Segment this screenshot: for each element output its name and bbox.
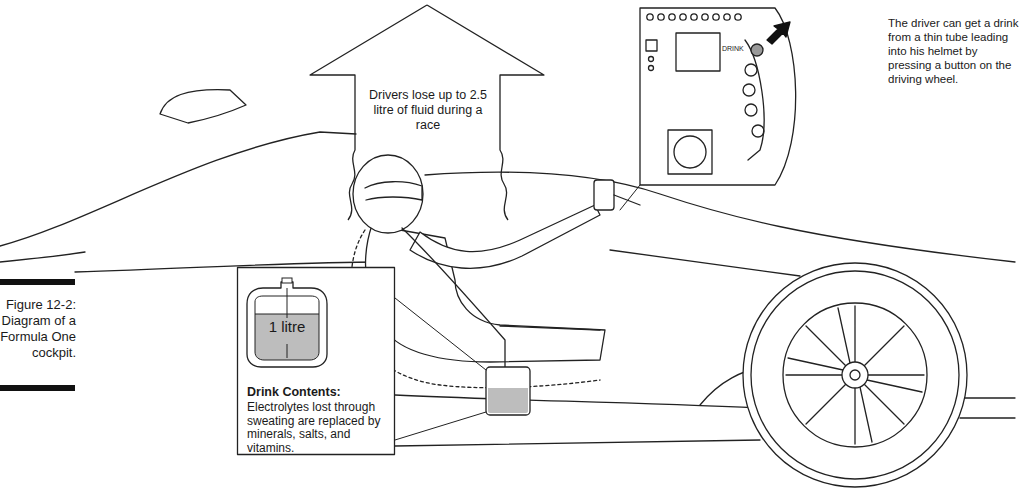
panel-leader	[620, 185, 640, 210]
helmet-visor	[365, 182, 422, 200]
floor-line	[395, 395, 760, 408]
button-label: DRINK	[722, 44, 752, 53]
wheel-button	[743, 84, 755, 96]
steering-wheel	[594, 180, 614, 210]
wheel-switch	[646, 40, 657, 51]
bottle-illustration: 1 litre	[245, 274, 329, 368]
wheel-display	[676, 33, 720, 71]
driver-body	[366, 225, 605, 362]
front-tyre	[743, 263, 967, 487]
driver-leg	[500, 326, 600, 330]
node-text: 1 litre	[251, 318, 323, 335]
helmet	[353, 155, 423, 233]
wheel-switch	[649, 66, 654, 71]
node-outline-path	[238, 268, 395, 455]
wheel-button	[752, 125, 764, 137]
wheel-button	[745, 104, 757, 116]
wheel-leds	[647, 14, 741, 20]
node-outline-path	[247, 282, 327, 367]
drink-tube	[402, 228, 505, 367]
wheel-hub	[842, 362, 868, 388]
callout-heading: Drink Contents:	[247, 385, 387, 400]
tyre-sidewall	[751, 271, 959, 479]
airbox	[160, 90, 246, 123]
caption-bar	[0, 385, 75, 391]
callout-box: Drink Contents:Electrolytes lost through…	[237, 267, 395, 455]
wheel-rim	[783, 303, 927, 447]
drink-level	[488, 388, 528, 413]
wheel-grip	[745, 40, 764, 160]
nose-side-line	[610, 250, 800, 276]
pointer-arrow	[767, 22, 790, 44]
rear-body-line	[0, 252, 85, 262]
figure-caption: Figure 12-2: Diagram of a Formula One co…	[0, 297, 76, 361]
bottle-cap	[282, 278, 292, 283]
drink-button	[751, 44, 763, 56]
callout-leader	[395, 298, 486, 440]
steering-column	[614, 195, 640, 205]
wheel-panel	[640, 8, 796, 185]
wheel-nut	[850, 370, 860, 380]
note-text: The driver can get a drink from a thin t…	[888, 16, 1022, 86]
engine-cover-line	[0, 132, 356, 246]
wheel-button	[745, 64, 757, 76]
plank-line	[395, 440, 760, 446]
caption-bar	[0, 279, 75, 285]
node-outline-path	[310, 5, 544, 220]
sweat-arrow: Drivers lose up to 2.5 litre of fluid du…	[308, 2, 548, 232]
wheel-dial	[674, 136, 706, 168]
callout-body: Electrolytes lost through sweating are r…	[247, 401, 387, 455]
wheel-dial-frame	[668, 130, 712, 174]
wheel-switch	[649, 57, 654, 62]
node-text: Drivers lose up to 2.5 litre of fluid du…	[360, 88, 496, 133]
drink-bag	[486, 367, 530, 415]
wheel-spokes	[786, 306, 924, 444]
